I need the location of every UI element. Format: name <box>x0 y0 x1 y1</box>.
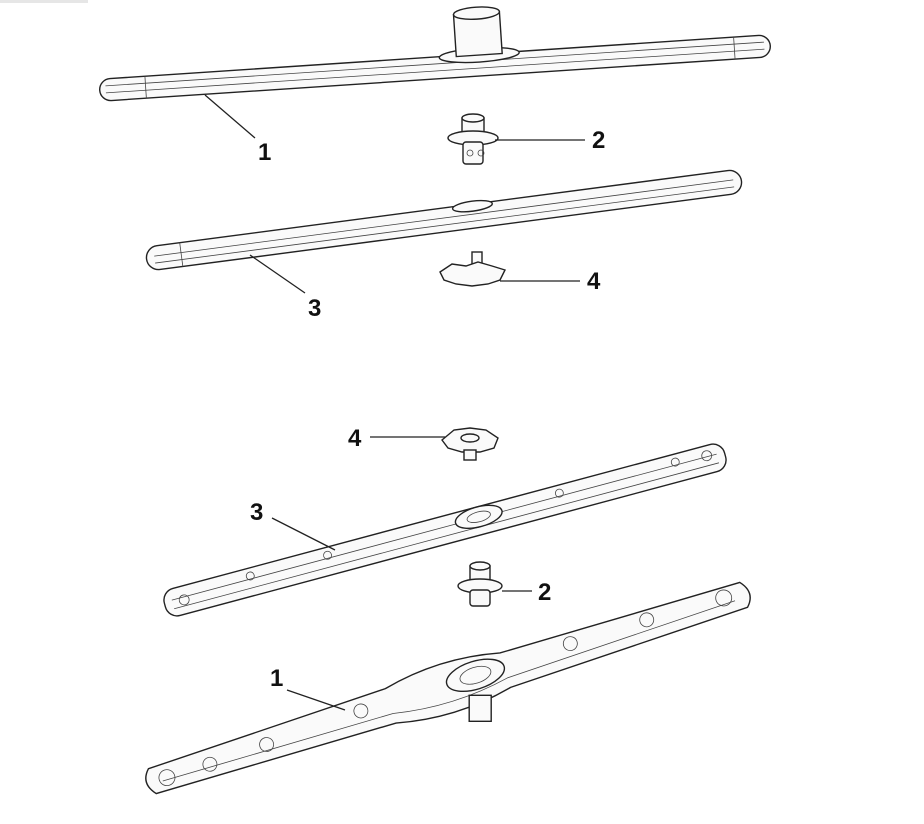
edge-artifact <box>0 0 88 3</box>
callout-lower-1: 1 <box>270 665 283 692</box>
lower-spray-arm-part <box>163 443 727 617</box>
leader-line <box>249 254 306 294</box>
callout-lower-4: 4 <box>348 425 362 452</box>
callout-upper-4: 4 <box>587 268 601 295</box>
callout-lower-2: 2 <box>538 579 551 606</box>
upper-hub-part <box>447 113 499 165</box>
callout-upper-1: 1 <box>258 139 271 166</box>
upper-nut-part <box>439 251 506 287</box>
leader-line <box>286 689 346 711</box>
callout-lower-3: 3 <box>250 499 263 526</box>
lower-arm-part <box>145 581 751 795</box>
leader-line <box>271 517 336 551</box>
upper-arm-part <box>99 6 771 102</box>
callout-upper-2: 2 <box>592 127 605 154</box>
lower-nut-part <box>441 427 499 461</box>
callout-upper-3: 3 <box>308 295 321 322</box>
lower-hub-part <box>457 561 503 607</box>
upper-spray-arm-part <box>145 169 743 271</box>
leader-line <box>204 94 256 139</box>
